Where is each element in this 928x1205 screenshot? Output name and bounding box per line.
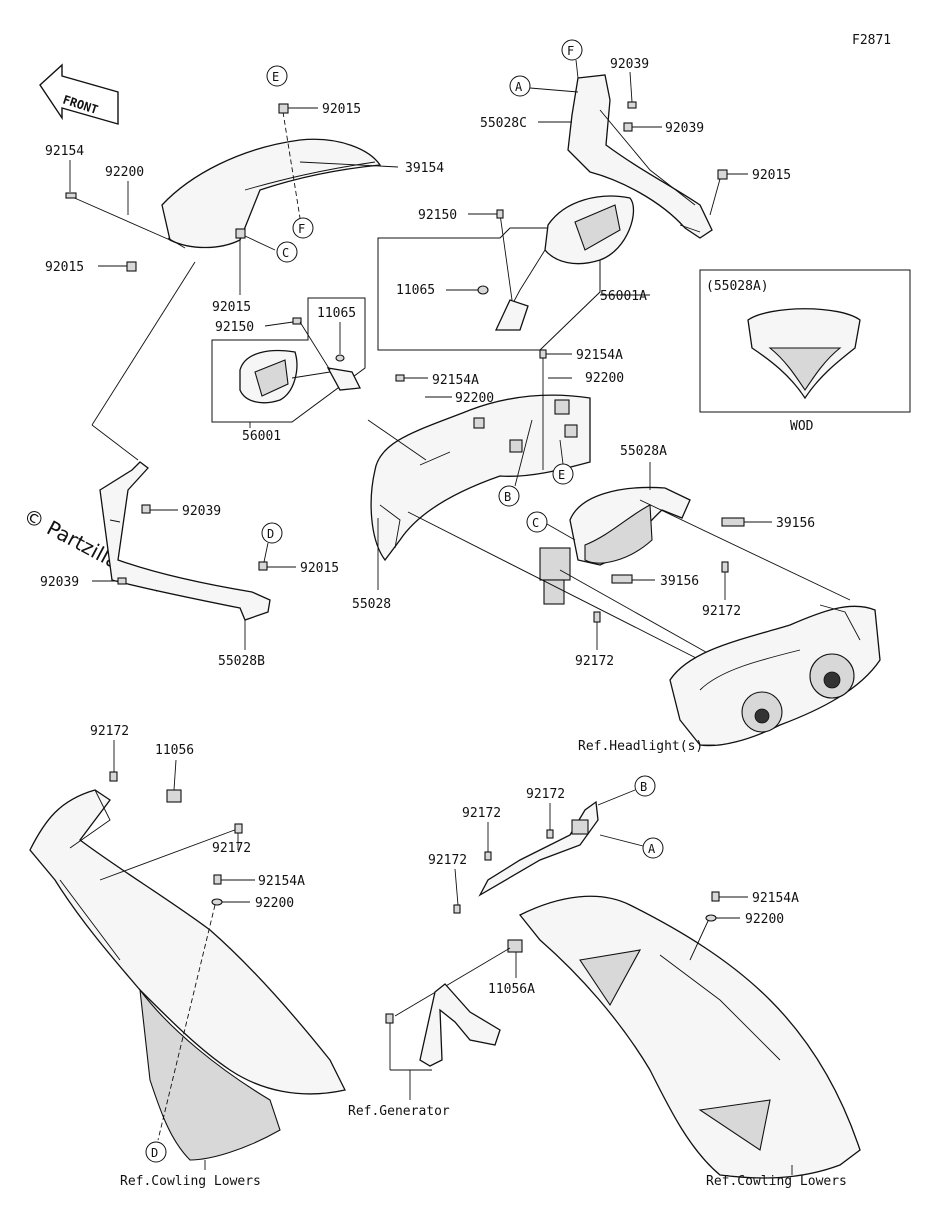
label-11056: 11056 [155, 743, 194, 758]
mirror-56001 [239, 349, 362, 404]
label-92200: 92200 [105, 165, 144, 180]
side-cowl-left [29, 789, 346, 1161]
label-92154A-r: 92154A [576, 348, 623, 363]
headlight-assembly [669, 604, 881, 747]
callout-b-mid: B [504, 490, 511, 504]
bracket-55028C [567, 74, 713, 239]
label-92039-b: 92039 [665, 121, 704, 136]
label-92154: 92154 [45, 144, 84, 159]
label-92172-b: 92172 [575, 654, 614, 669]
callout-b-bottom: B [640, 780, 647, 794]
ref-headlight: Ref.Headlight(s) [578, 739, 703, 754]
label-55028C: 55028C [480, 116, 527, 131]
label-92039-d: 92039 [40, 575, 79, 590]
label-92172-ll2: 92172 [212, 841, 251, 856]
callout-f-top: F [567, 44, 574, 58]
label-92200-r: 92200 [585, 371, 624, 386]
callout-f-lower: F [298, 222, 305, 236]
label-92154A-c: 92154A [432, 373, 479, 388]
label-92154A-rl: 92154A [752, 891, 799, 906]
label-92172-rl2: 92172 [462, 806, 501, 821]
label-92015-left: 92015 [45, 260, 84, 275]
label-92015-mid: 92015 [212, 300, 251, 315]
figure-code: F2871 [852, 33, 891, 48]
label-92200-rl: 92200 [745, 912, 784, 927]
label-56001: 56001 [242, 429, 281, 444]
stay-right-lower [478, 800, 599, 897]
ref-generator: Ref.Generator [348, 1104, 450, 1119]
inset-caption: WOD [790, 419, 814, 434]
callout-e-mid: E [558, 468, 565, 482]
label-92200-c: 92200 [455, 391, 494, 406]
label-92200-ll: 92200 [255, 896, 294, 911]
windshield-39154 [161, 138, 382, 249]
ref-cowl-right: Ref.Cowling Lowers [706, 1174, 847, 1189]
label-92150-left: 92150 [215, 320, 254, 335]
label-11065-left: 11065 [317, 306, 356, 321]
generator-bracket [419, 983, 501, 1067]
inset-frame [699, 269, 911, 413]
label-92015-right: 92015 [752, 168, 791, 183]
ref-cowl-left: Ref.Cowling Lowers [120, 1174, 261, 1189]
callout-a-bottom: A [648, 842, 656, 856]
bracket-55028B [99, 461, 271, 621]
front-arrow-icon: FRONT [39, 63, 119, 125]
frame-56001 [211, 297, 366, 423]
label-92015-d: 92015 [300, 561, 339, 576]
label-92015-top: 92015 [322, 102, 361, 117]
callout-a-top: A [515, 80, 523, 94]
label-92154A-ll: 92154A [258, 874, 305, 889]
side-cowl-right [518, 895, 861, 1179]
label-92039-c: 92039 [182, 504, 221, 519]
label-92172-rl3: 92172 [428, 853, 467, 868]
label-39154: 39154 [405, 161, 444, 176]
callout-c-left: C [282, 246, 289, 260]
label-92172-rl1: 92172 [526, 787, 565, 802]
label-55028B: 55028B [218, 654, 265, 669]
inset-title: (55028A) [706, 279, 769, 294]
callout-c-right: C [532, 516, 539, 530]
inset-cover-wod [747, 308, 861, 400]
callout-d-bottom: D [151, 1146, 158, 1160]
mirror-56001A [494, 195, 635, 331]
label-92039-a: 92039 [610, 57, 649, 72]
label-92172-ll1: 92172 [90, 724, 129, 739]
cover-55028A [539, 486, 691, 605]
callout-d-top: D [267, 527, 274, 541]
callout-e-top: E [272, 70, 279, 84]
label-55028: 55028 [352, 597, 391, 612]
label-11056A: 11056A [488, 982, 535, 997]
label-11065-mid: 11065 [396, 283, 435, 298]
label-39156-a: 39156 [776, 516, 815, 531]
label-55028A: 55028A [620, 444, 667, 459]
label-39156-b: 39156 [660, 574, 699, 589]
label-56001A: 56001A [600, 289, 647, 304]
label-92172-a: 92172 [702, 604, 741, 619]
label-92150-mid: 92150 [418, 208, 457, 223]
